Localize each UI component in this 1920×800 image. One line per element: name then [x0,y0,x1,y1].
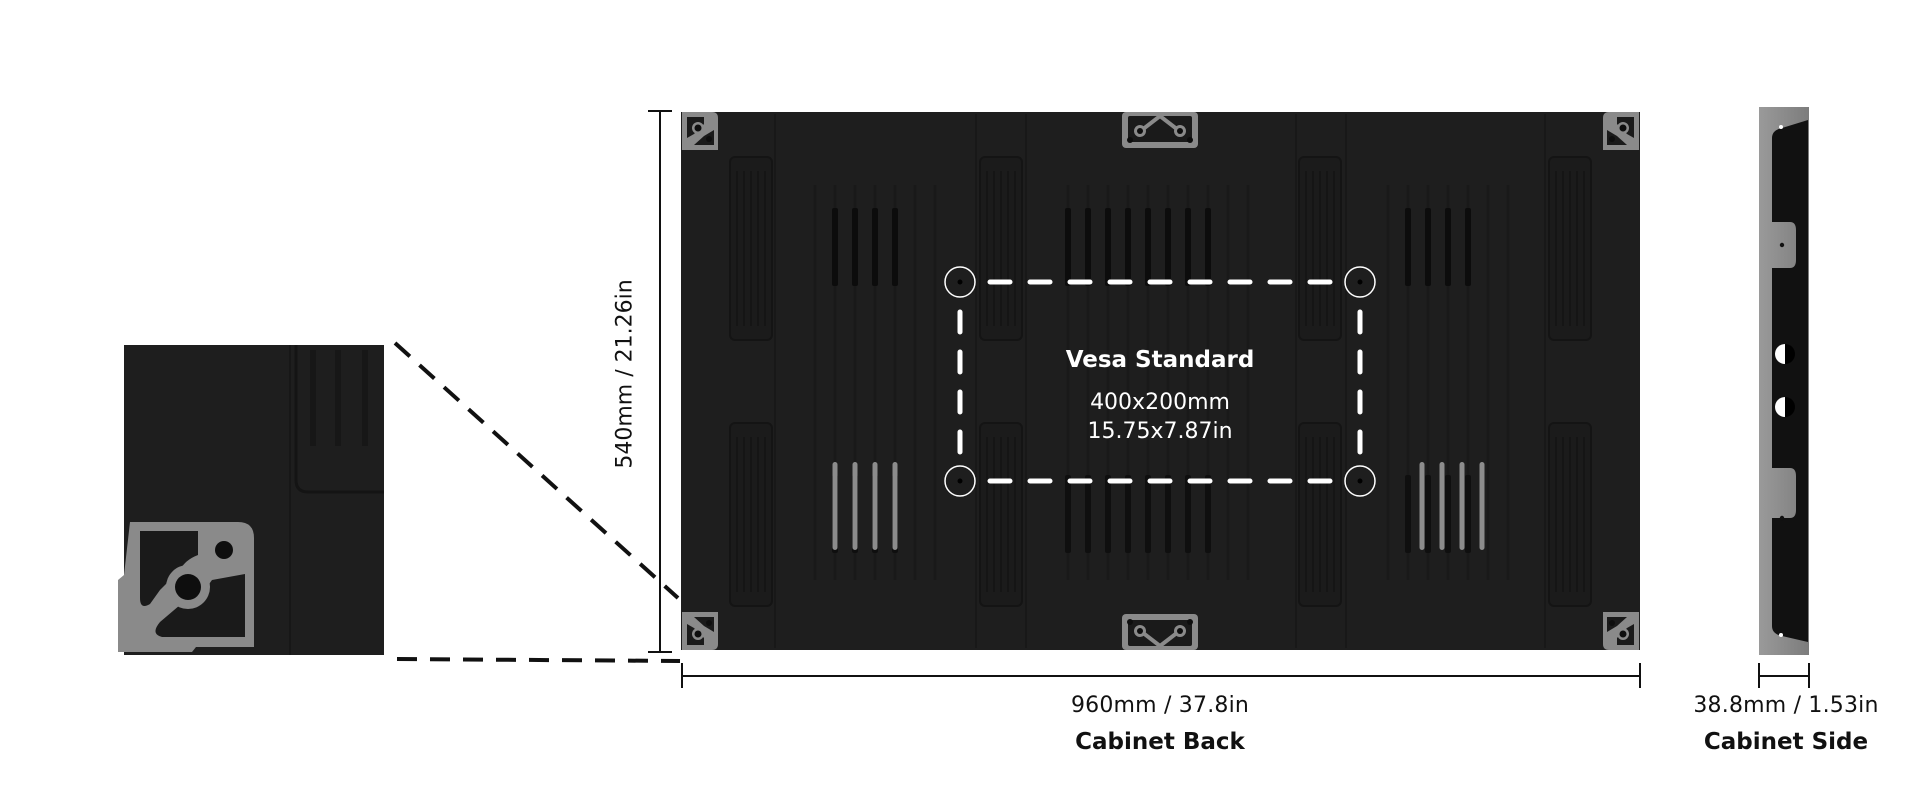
vent-slot [1165,208,1171,286]
vent-slot [1445,208,1451,286]
vent-slot [1105,208,1111,286]
vent-slot [1085,208,1091,286]
corner-bracket [1603,612,1639,650]
vent-slot [1205,475,1211,553]
height-dimension [648,110,672,653]
vent-slot [1185,475,1191,553]
depth-dimension [1758,663,1810,688]
vent-slot [832,208,838,286]
vent-slot [1405,475,1411,553]
callout-line-horizontal [396,657,681,663]
vent-slot [852,208,858,286]
inset-rail-outline [294,345,384,494]
vesa-metric: 400x200mm [1090,390,1230,415]
gray-bar [1439,462,1445,550]
vent-slot [1065,475,1071,553]
handle-rails [729,156,1592,607]
side-body [1772,120,1808,642]
vent-slot [1125,208,1131,286]
corner-brackets [682,112,1639,650]
side-connector-ports [1775,344,1795,417]
gray-bar [1419,462,1425,550]
inset-corner-bracket [118,522,254,652]
gray-indicator-bars [832,462,1485,550]
gray-bar [892,462,898,550]
panel-module-divisions [774,114,1546,648]
vent-slot [1425,475,1431,553]
vesa-imperial: 15.75x7.87in [1087,419,1233,444]
gray-bar [832,462,838,550]
width-dimension [681,663,1641,688]
side-screw-hole [1779,515,1785,521]
corner-bracket [1603,112,1639,150]
vent-slot [1145,208,1151,286]
side-screw-hole [1779,242,1785,248]
bottom-center-bracket [1122,614,1198,650]
vent-slot [1065,208,1071,286]
vent-slot [1145,475,1151,553]
vesa-hole-top-right [1344,266,1376,298]
inset-vent-slots [310,350,368,446]
vesa-mount-pattern [944,266,1376,497]
vent-slot [1465,208,1471,286]
vent-slot [1185,208,1191,286]
cabinet-back-panel [681,112,1640,650]
vesa-hole-bottom-left [944,465,976,497]
cabinet-side-title: Cabinet Side [1703,729,1869,755]
vent-slot [1405,208,1411,286]
gray-bar [1459,462,1465,550]
vent-slot [1425,208,1431,286]
vent-slot [1085,475,1091,553]
vent-slot [1125,475,1131,553]
vent-slot [1205,208,1211,286]
vent-slot-groups [813,185,1510,580]
vent-slot [892,208,898,286]
vent-slot [1105,475,1111,553]
vesa-holes [944,266,1376,497]
cabinet-side-view [1759,107,1809,655]
top-center-bracket [1122,112,1198,148]
gray-bar [872,462,878,550]
vent-slot [1445,475,1451,553]
vesa-hole-top-left [944,266,976,298]
corner-bracket [682,112,718,150]
cabinet-back-title: Cabinet Back [1075,729,1245,755]
vesa-hole-bottom-right [1344,465,1376,497]
vent-slot [1465,475,1471,553]
width-label: 960mm / 37.8in [1070,693,1250,718]
vent-slot [1165,475,1171,553]
height-label: 540mm / 21.26in [612,279,638,469]
corner-bracket [682,612,718,650]
corner-detail-inset [118,345,384,655]
cabinet-back-view [681,112,1640,650]
gray-bar [852,462,858,550]
depth-label: 38.8mm / 1.53in [1693,693,1879,718]
vesa-title: Vesa Standard [1065,347,1255,373]
gray-bar [1479,462,1485,550]
vent-slot [872,208,878,286]
